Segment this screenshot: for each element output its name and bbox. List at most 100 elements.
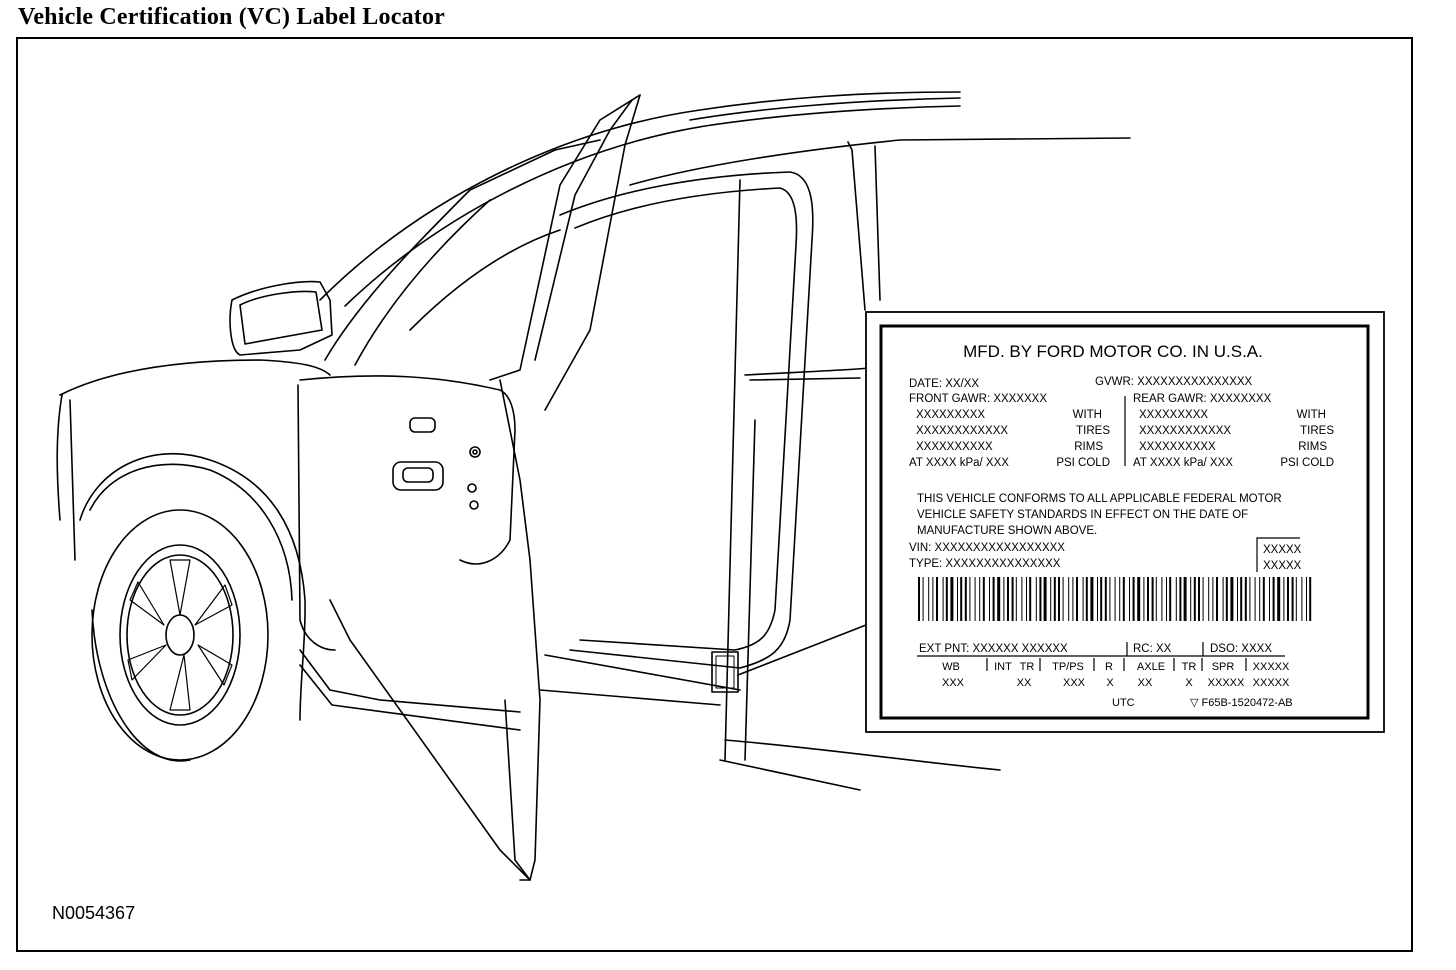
barcode-bar (1287, 577, 1289, 621)
barcode-bar (1212, 577, 1214, 621)
barcode-bar (1166, 577, 1167, 621)
front-line-1: XXXXXXXXX (916, 409, 985, 421)
barcode-bar (1169, 577, 1172, 621)
barcode-bar (982, 577, 985, 621)
barcode-bar (932, 577, 934, 621)
rear-word-rims: RIMS (1298, 441, 1327, 453)
barcode-bar (1029, 577, 1032, 621)
barcode-bar (1119, 577, 1121, 621)
barcode-bar (1175, 577, 1177, 621)
barcode-bar (1039, 577, 1042, 621)
label-gvwr: GVWR: XXXXXXXXXXXXXXX (1095, 376, 1253, 388)
label-front-gawr: FRONT GAWR: XXXXXXX (909, 393, 1047, 405)
barcode-bar (1190, 577, 1192, 621)
front-door (489, 94, 641, 381)
box-code-1: XXXXX (1263, 544, 1302, 556)
box-code-2: XXXXX (1263, 560, 1302, 572)
val-axle: XX (1138, 677, 1153, 689)
rear-psi-cold: PSI COLD (1280, 457, 1334, 469)
barcode-bar (974, 577, 976, 621)
barcode-bar (1183, 577, 1187, 621)
barcode-bar (936, 577, 938, 621)
barcode-bar (989, 577, 990, 621)
label-ext-pnt: EXT PNT: XXXXXX XXXXXX (919, 643, 1068, 655)
val-int-tr: XX (1017, 677, 1032, 689)
barcode-bar (1026, 577, 1027, 621)
barcode-bar (1216, 577, 1218, 621)
door-opening (559, 171, 814, 669)
barcode-bar (922, 577, 924, 621)
label-part-number: ▽ F65B-1520472-AB (1190, 697, 1293, 709)
barcode-bar (942, 577, 944, 621)
barcode-bar (1269, 577, 1270, 621)
barcode-bar (918, 577, 920, 621)
label-location-marker (711, 651, 739, 693)
hdr-wb: WB (942, 661, 960, 673)
front-at: AT XXXX kPa/ XXX (909, 457, 1009, 469)
barcode-bar (1043, 577, 1047, 621)
front-word-rims: RIMS (1074, 441, 1103, 453)
barcode-bar (1104, 577, 1107, 621)
hdr-r: R (1105, 661, 1113, 673)
hdr-spr: SPR (1212, 661, 1235, 673)
hdr-axle: AXLE (1137, 661, 1165, 673)
barcode-bar (950, 577, 954, 621)
barcode-bar (1198, 577, 1200, 621)
barcode-bar (928, 577, 930, 621)
barcode-bar (1132, 577, 1135, 621)
barcode-bar (1277, 577, 1281, 621)
hdr-tr: TR (1020, 661, 1035, 673)
figure-id: N0054367 (52, 903, 136, 923)
rear-at: AT XXXX kPa/ XXX (1133, 457, 1233, 469)
barcode-bar (1050, 577, 1052, 621)
front-line-2: XXXXXXXXXXXX (916, 425, 1008, 437)
barcode-bar (1262, 577, 1265, 621)
barcode-bar (1254, 577, 1256, 621)
label-rear-gawr: REAR GAWR: XXXXXXXX (1133, 393, 1272, 405)
barcode-bar (1151, 577, 1154, 621)
barcode-bar (1062, 577, 1064, 621)
val-spr: XXXXX (1208, 677, 1245, 689)
barcode-bar (1155, 577, 1157, 621)
barcode-bar (1179, 577, 1182, 621)
barcode-bar (969, 577, 971, 621)
label-vin: VIN: XXXXXXXXXXXXXXXXX (909, 542, 1065, 554)
label-header: MFD. BY FORD MOTOR CO. IN U.S.A. (963, 342, 1263, 361)
barcode-bar (1202, 577, 1204, 621)
front-psi-cold: PSI COLD (1056, 457, 1110, 469)
barcode-bar (1291, 577, 1294, 621)
label-date: DATE: XX/XX (909, 378, 979, 390)
barcode-bar (1109, 577, 1111, 621)
barcode-bar (1272, 577, 1275, 621)
conform-line-3: MANUFACTURE SHOWN ABOVE. (917, 525, 1097, 537)
rear-line-1: XXXXXXXXX (1139, 409, 1208, 421)
hdr-tpps: TP/PS (1052, 661, 1084, 673)
barcode-bar (1147, 577, 1149, 621)
hdr-int: INT (994, 661, 1012, 673)
barcode-bar (1021, 577, 1023, 621)
val-r: X (1106, 677, 1114, 689)
barcode-bar (1097, 577, 1098, 621)
barcode-bar (1114, 577, 1116, 621)
barcode-bar (1240, 577, 1243, 621)
rear-word-tires: TIRES (1300, 425, 1334, 437)
barcode-bar (1003, 577, 1005, 621)
front-word-with: WITH (1073, 409, 1102, 421)
val-tr: X (1185, 677, 1193, 689)
label-utc: UTC (1112, 697, 1135, 709)
barcode-bar (1068, 577, 1070, 621)
barcode-bar (1007, 577, 1009, 621)
barcode-bar (1306, 577, 1307, 621)
hdr-xxxxx: XXXXX (1253, 661, 1290, 673)
barcode-bar (964, 577, 967, 621)
val-wb: XXX (942, 677, 965, 689)
barcode-bar (1283, 577, 1285, 621)
barcode-bar (1053, 577, 1056, 621)
barcode-bar (1076, 577, 1078, 621)
hdr-tr2: TR (1182, 661, 1197, 673)
barcode-bar (1085, 577, 1088, 621)
barcode-bar (1015, 577, 1017, 621)
conform-line-2: VEHICLE SAFETY STANDARDS IN EFFECT ON TH… (917, 509, 1248, 521)
barcode-bar (1237, 577, 1238, 621)
barcode-bar (1161, 577, 1163, 621)
